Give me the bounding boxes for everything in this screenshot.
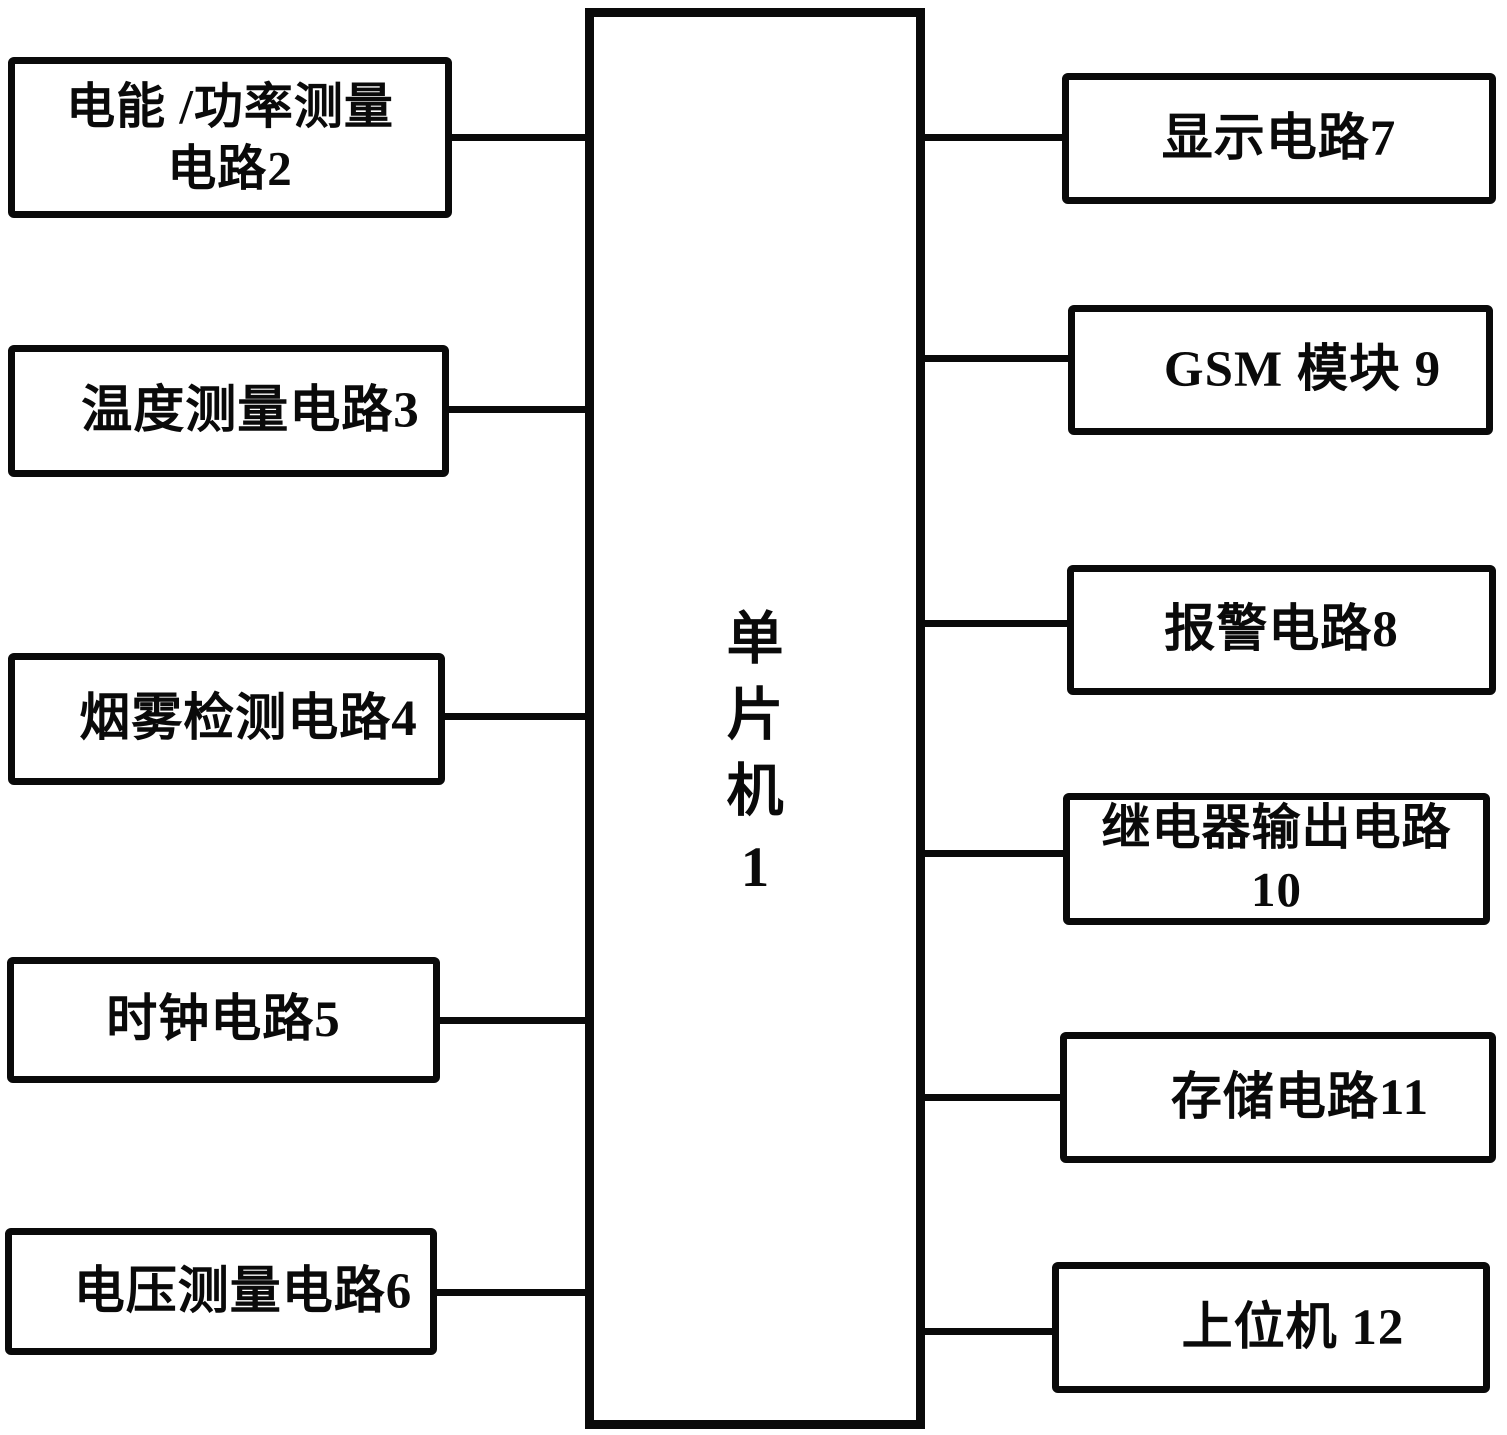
block-voltage-measurement-circuit-6: 电压测量电路6 bbox=[5, 1228, 437, 1355]
block-label: 温度测量电路3 bbox=[81, 383, 420, 439]
block-storage-circuit-11: 存储电路11 bbox=[1060, 1032, 1496, 1163]
wire-circuit2-to-mcu bbox=[450, 134, 590, 141]
block-mcu: 单片机1 bbox=[585, 8, 925, 1429]
wire-mcu-to-module9 bbox=[918, 355, 1072, 362]
block-label: 存储电路11 bbox=[1170, 1069, 1430, 1126]
block-clock-circuit-5: 时钟电路5 bbox=[7, 957, 440, 1083]
wire-circuit5-to-mcu bbox=[438, 1017, 589, 1024]
wire-circuit4-to-mcu bbox=[443, 713, 589, 720]
block-display-circuit-7: 显示电路7 bbox=[1062, 73, 1496, 204]
wire-circuit3-to-mcu bbox=[447, 406, 589, 413]
wire-mcu-to-circuit8 bbox=[918, 620, 1071, 627]
block-alarm-circuit-8: 报警电路8 bbox=[1067, 565, 1496, 695]
mcu-label: 单片机1 bbox=[726, 607, 784, 899]
wire-mcu-to-circuit11 bbox=[918, 1094, 1064, 1101]
block-label: GSM 模块 9 bbox=[1163, 342, 1442, 398]
block-label: 显示电路7 bbox=[1161, 110, 1397, 167]
block-label: 上位机 12 bbox=[1181, 1299, 1405, 1356]
block-host-computer-12: 上位机 12 bbox=[1052, 1262, 1490, 1393]
block-label: 烟雾检测电路4 bbox=[79, 691, 418, 747]
block-relay-output-circuit-10: 继电器输出电路 10 bbox=[1063, 793, 1490, 925]
block-label: 报警电路8 bbox=[1164, 602, 1399, 658]
wire-mcu-to-circuit7 bbox=[918, 134, 1066, 141]
wire-circuit6-to-mcu bbox=[435, 1289, 589, 1296]
block-label: 电压测量电路6 bbox=[73, 1263, 413, 1320]
block-temperature-measurement-circuit-3: 温度测量电路3 bbox=[8, 345, 449, 477]
block-label: 继电器输出电路 10 bbox=[1101, 800, 1452, 917]
block-energy-power-measurement-circuit-2: 电能 /功率测量 电路2 bbox=[8, 57, 452, 218]
block-label: 电能 /功率测量 电路2 bbox=[66, 78, 394, 196]
wire-mcu-to-circuit10 bbox=[918, 850, 1067, 857]
block-gsm-module-9: GSM 模块 9 bbox=[1068, 305, 1493, 435]
block-smoke-detection-circuit-4: 烟雾检测电路4 bbox=[8, 653, 445, 785]
block-label: 时钟电路5 bbox=[106, 992, 341, 1048]
wire-mcu-to-host12 bbox=[918, 1328, 1056, 1335]
